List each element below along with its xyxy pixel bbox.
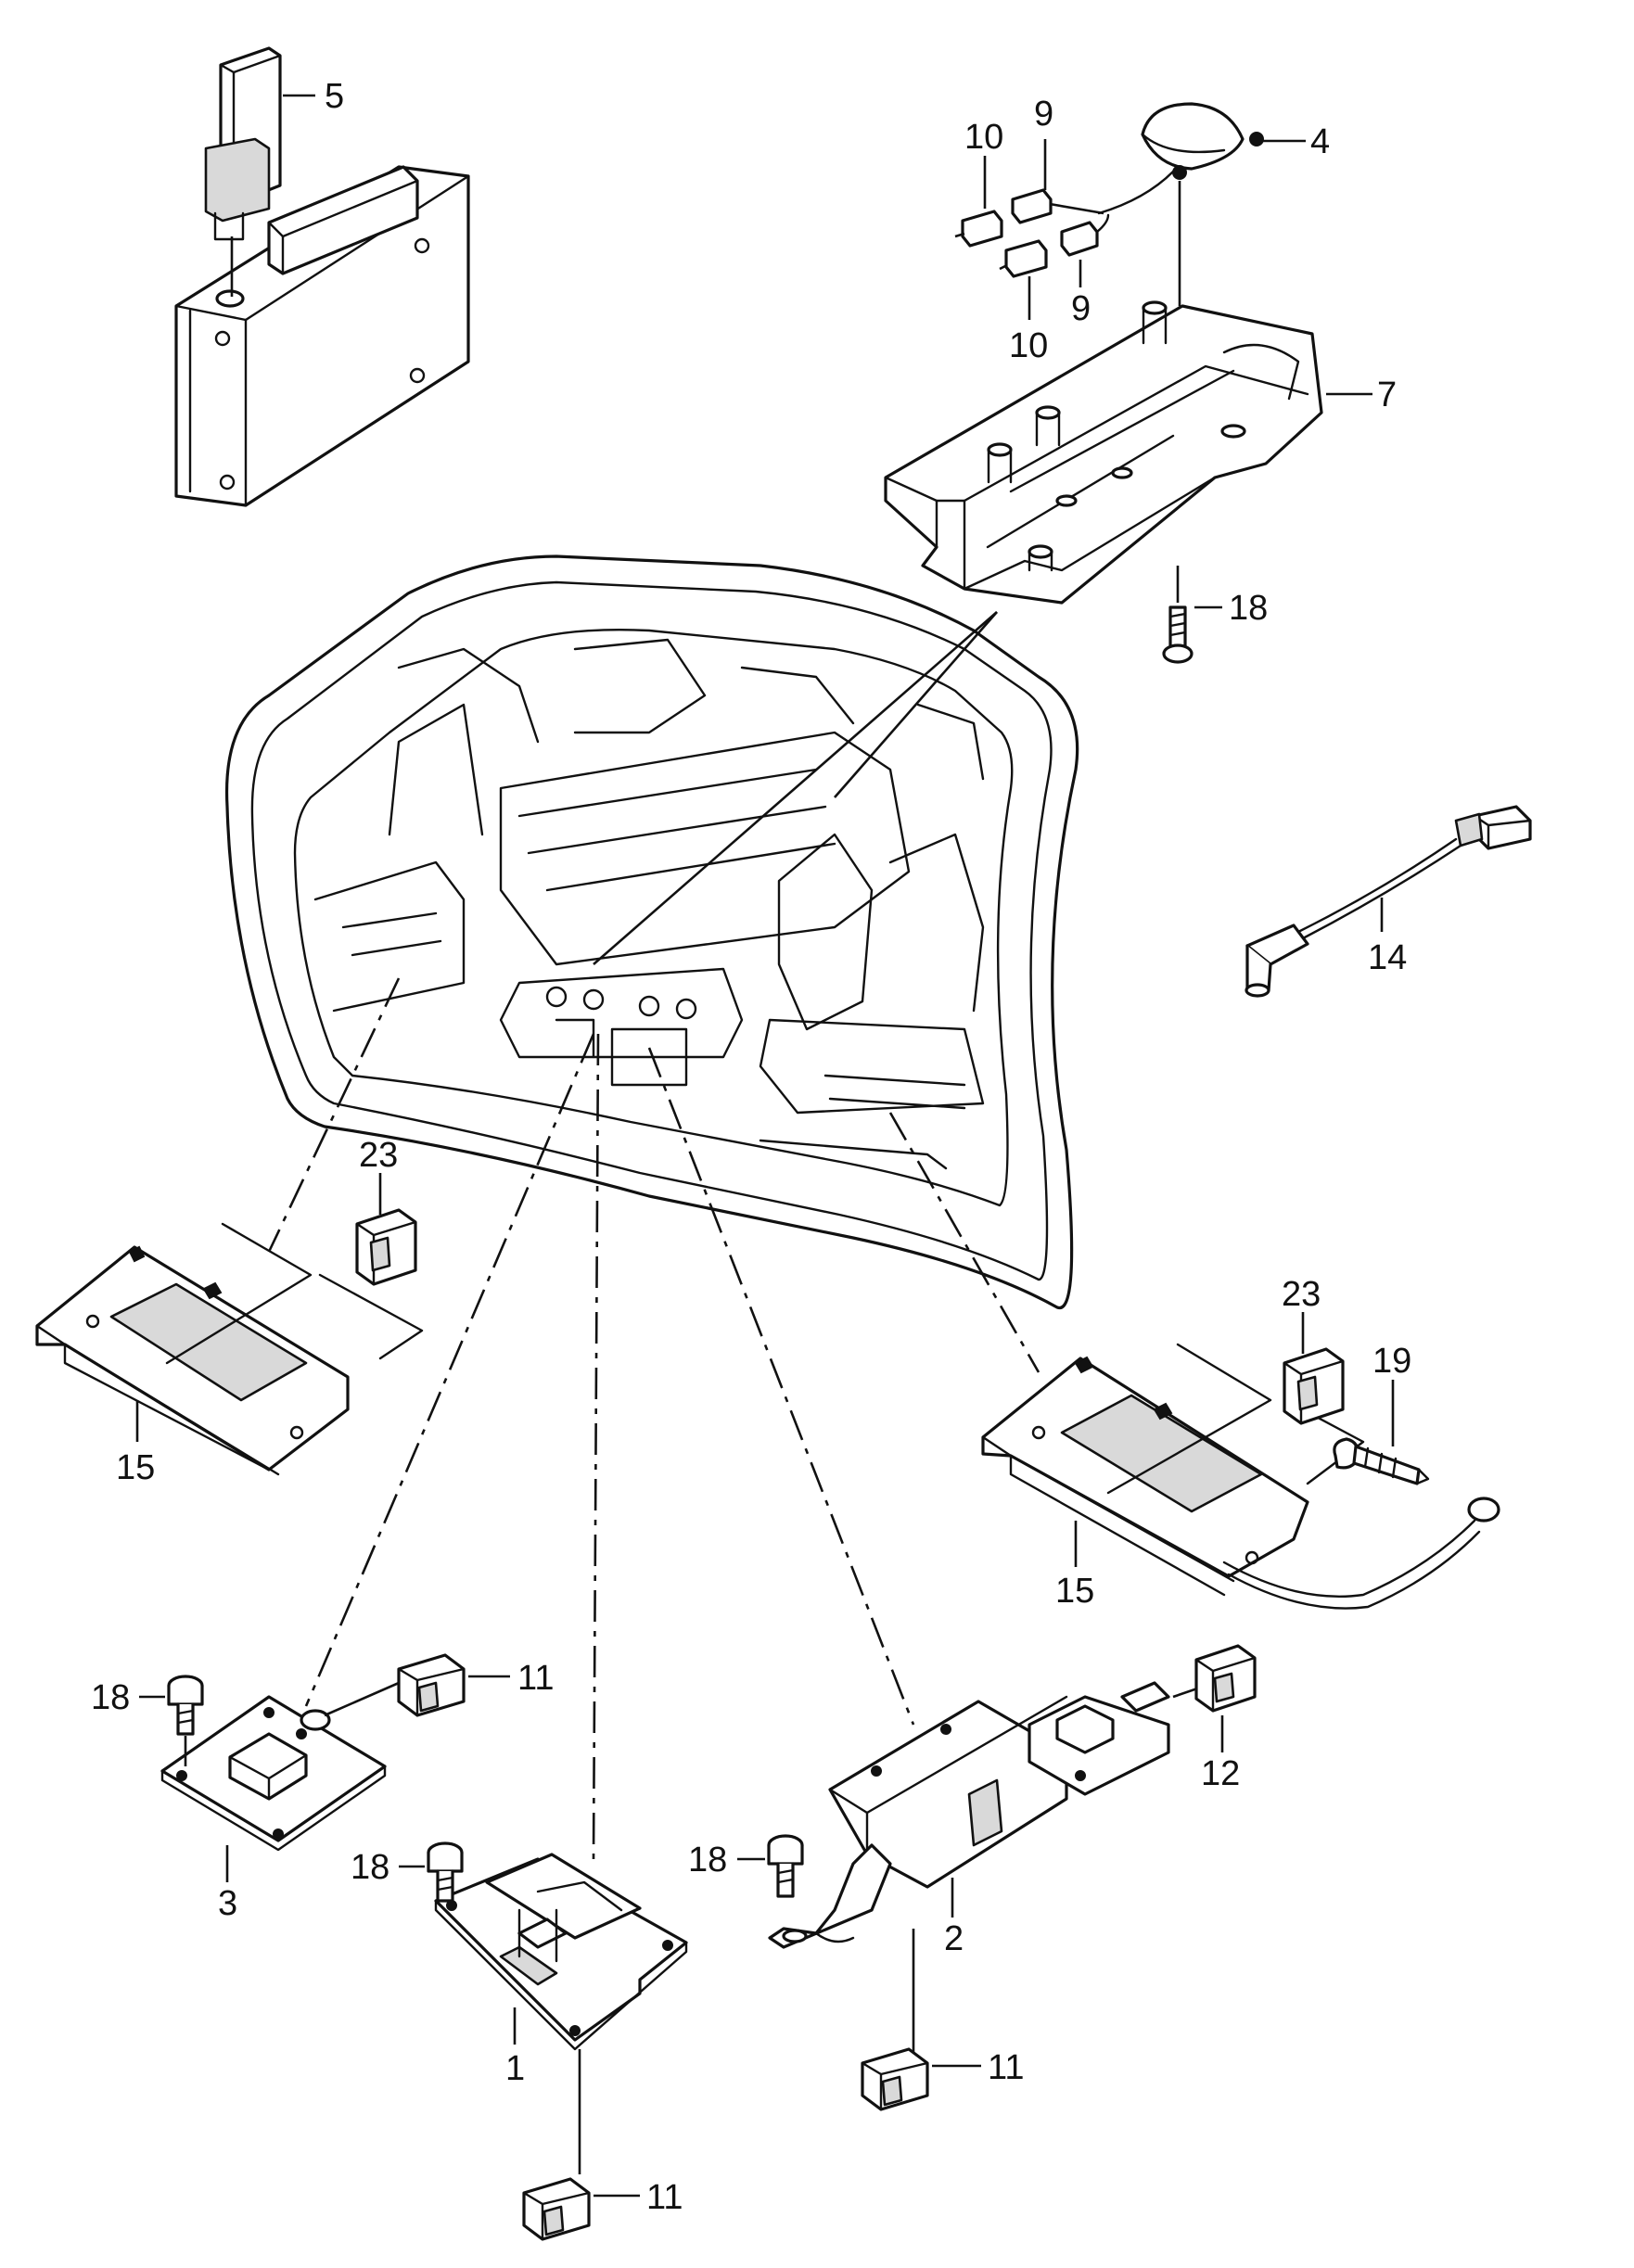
callout-labels: 1 2 3 4 5 7 9 9 10 10 11 11 11 12 14 15 … (91, 77, 1411, 2217)
screw-part-18-top (1162, 566, 1222, 664)
connector-part-9-upper (1011, 139, 1104, 224)
connector-part-10-lower (999, 239, 1048, 320)
screw-part-18-left (139, 1675, 204, 1766)
callout-5: 5 (325, 77, 344, 116)
callout-2: 2 (944, 1919, 964, 1958)
callout-10b: 10 (1009, 326, 1048, 365)
module-part-2 (768, 1681, 1206, 2063)
connector-part-9-lower (1060, 213, 1110, 287)
connector-part-10-upper (954, 156, 1003, 248)
callout-11c: 11 (646, 2178, 683, 2217)
callout-9b: 9 (1071, 289, 1091, 328)
dashed-leaders (267, 611, 1040, 1860)
callout-11b: 11 (988, 2048, 1024, 2087)
callout-23a: 23 (359, 1136, 398, 1175)
callout-4: 4 (1310, 122, 1330, 161)
callout-15b: 15 (1055, 1572, 1094, 1611)
trunk-lid (224, 554, 1079, 1310)
callout-9a: 9 (1034, 95, 1053, 134)
connector-part-12 (1194, 1644, 1257, 1752)
callout-10a: 10 (964, 118, 1003, 157)
module-part-1 (434, 1853, 688, 2174)
lamp-part-15-left (35, 1222, 424, 1476)
callout-19: 19 (1372, 1342, 1411, 1381)
connector-part-11-bottom (522, 2177, 640, 2241)
lamp-part-15-right (981, 1343, 1500, 1610)
connector-part-11-top-left (397, 1653, 510, 1717)
callout-18b: 18 (91, 1678, 130, 1717)
callout-18d: 18 (688, 1841, 727, 1879)
screw-part-19 (1333, 1380, 1430, 1485)
callout-23b: 23 (1282, 1275, 1321, 1314)
bracket-part-7 (884, 300, 1372, 605)
callout-1: 1 (505, 2049, 525, 2088)
connector-part-23-right (1283, 1312, 1345, 1425)
callout-14: 14 (1368, 938, 1407, 977)
antenna-part-4 (1097, 102, 1306, 306)
callout-18a: 18 (1229, 589, 1268, 628)
cable-part-14 (1245, 805, 1532, 998)
module-part-3 (160, 1681, 400, 1882)
connector-part-23-left (355, 1173, 417, 1286)
screw-part-18-center (399, 1841, 464, 1903)
module-part-5 (204, 46, 315, 297)
screw-part-18-right (737, 1834, 804, 1898)
connector-part-11-bottom-right (861, 2047, 981, 2111)
control-unit (174, 165, 470, 507)
callout-11a: 11 (517, 1659, 554, 1698)
callout-12: 12 (1201, 1754, 1240, 1793)
callout-15a: 15 (116, 1448, 155, 1487)
callout-18c: 18 (351, 1848, 389, 1887)
callout-7: 7 (1377, 376, 1397, 414)
callout-3: 3 (218, 1884, 237, 1923)
